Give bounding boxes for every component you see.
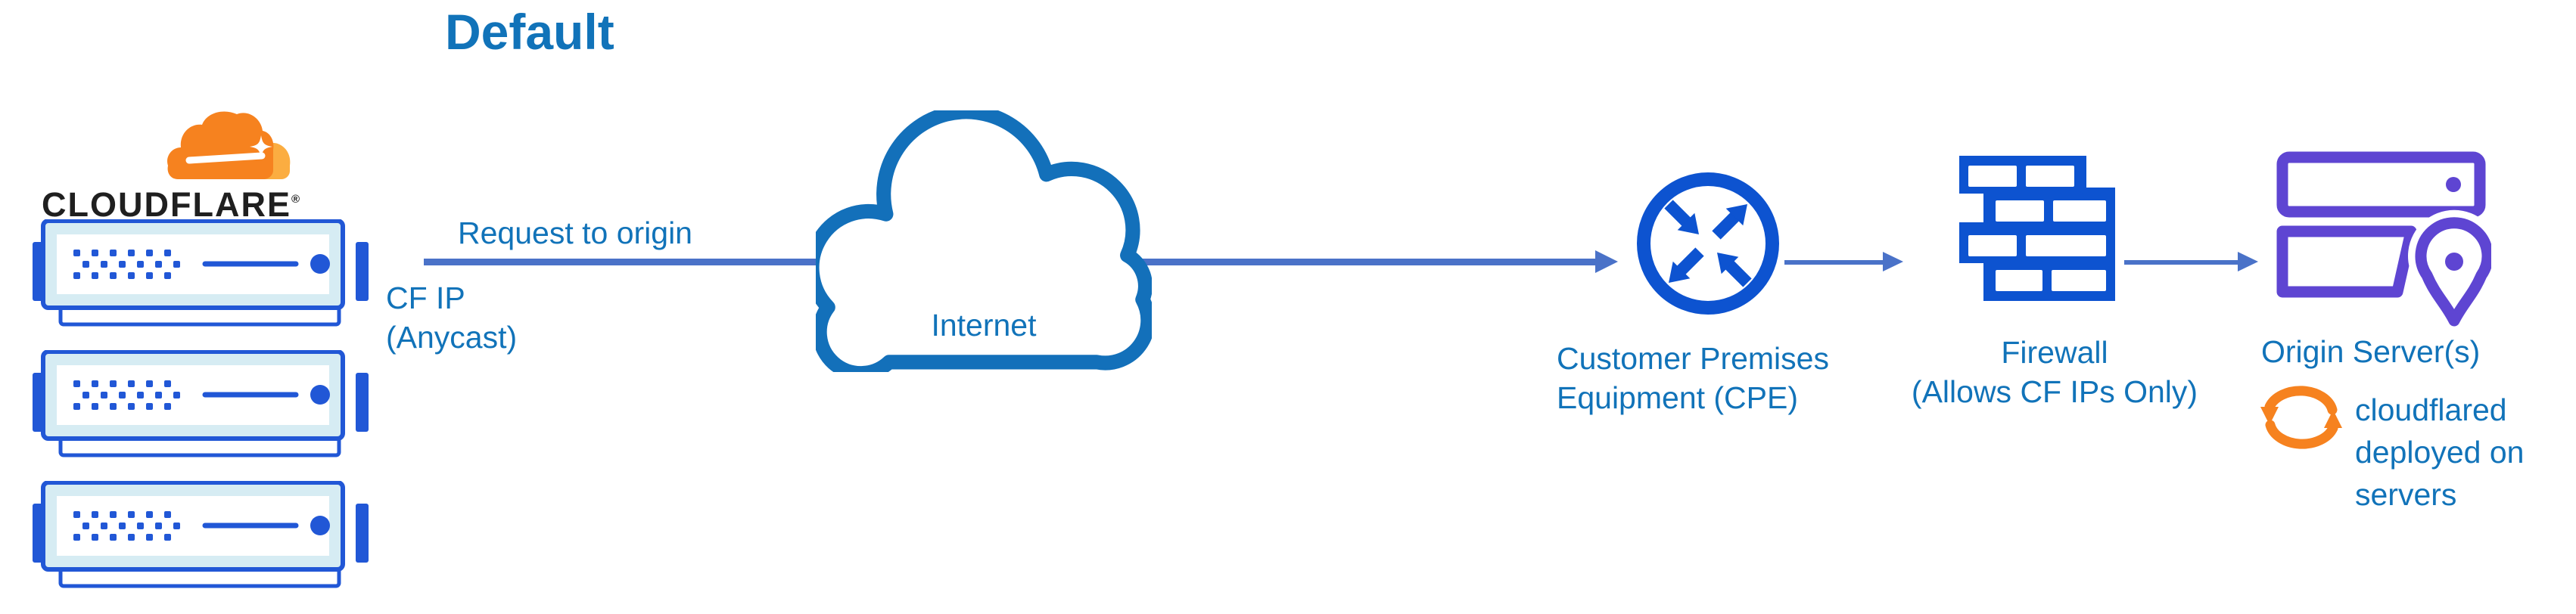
- cloudflare-wordmark: CLOUDFLARE®: [42, 182, 300, 222]
- internet-cloud-icon: [816, 110, 1152, 372]
- cf-ip-line2: (Anycast): [386, 320, 518, 355]
- cloudflared-sync-icon: [2260, 386, 2342, 449]
- request-to-origin-label: Request to origin: [458, 216, 692, 250]
- edge-server-icon: [33, 350, 369, 457]
- edge-server-stack: [33, 219, 369, 612]
- edge-server-icon: [33, 219, 369, 327]
- cf-ip-line1: CF IP: [386, 281, 465, 315]
- cpe-label-line2: Equipment (CPE): [1557, 380, 1799, 415]
- cpe-label: Customer Premises Equipment (CPE): [1557, 339, 1829, 417]
- firewall-label: Firewall (Allows CF IPs Only): [1869, 333, 2240, 411]
- firewall-label-line1: Firewall: [2001, 335, 2108, 370]
- firewall-brick-icon: [1959, 156, 2115, 301]
- internet-label: Internet: [931, 308, 1037, 343]
- edge-server-icon: [33, 481, 369, 588]
- origin-label: Origin Server(s): [2261, 334, 2481, 369]
- wordmark-text: CLOUDFLARE: [42, 185, 291, 224]
- origin-servers-icon: [2276, 151, 2491, 330]
- firewall-label-line2: (Allows CF IPs Only): [1911, 374, 2198, 409]
- cpe-firewall-line: [1784, 260, 1883, 265]
- page-title: Default: [445, 4, 614, 60]
- cf-ip-label: CF IP (Anycast): [386, 278, 517, 357]
- firewall-origin-arrowhead-icon: [2238, 252, 2258, 271]
- firewall-origin-line: [2124, 260, 2238, 265]
- cloudflared-note-line1: cloudflared: [2355, 392, 2507, 427]
- request-arrowhead-icon: [1595, 250, 1618, 273]
- cpe-firewall-arrowhead-icon: [1883, 252, 1903, 271]
- cloudflare-logo-icon: [167, 111, 291, 179]
- cpe-router-icon: [1637, 172, 1779, 315]
- cloudflared-note-line2: deployed on: [2355, 435, 2525, 470]
- cpe-label-line1: Customer Premises: [1557, 341, 1829, 376]
- cloudflared-note-line3: servers: [2355, 477, 2457, 512]
- cloudflared-note: cloudflared deployed on servers: [2355, 389, 2524, 516]
- registered-mark: ®: [291, 193, 300, 206]
